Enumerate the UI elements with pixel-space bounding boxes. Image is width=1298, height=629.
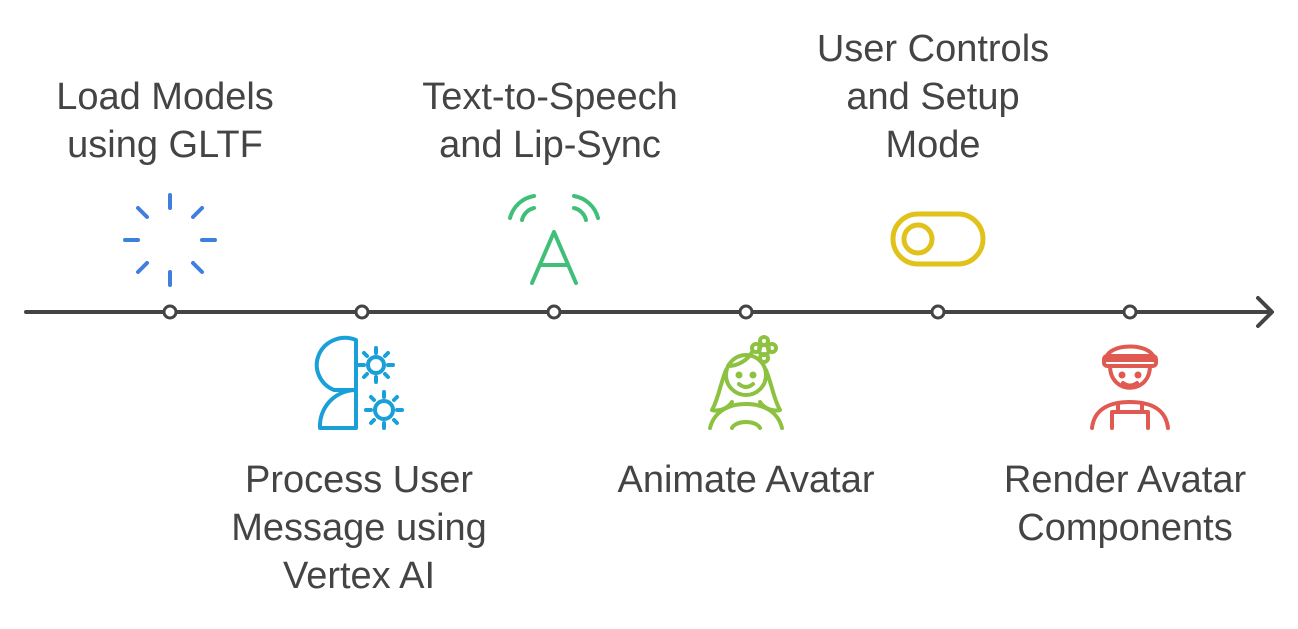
step-label-tts-lipsync: Text-to-Speech and Lip-Sync bbox=[422, 76, 678, 166]
milestone-dot bbox=[354, 304, 370, 320]
milestone-dot bbox=[162, 304, 178, 320]
girl-avatar-icon bbox=[708, 335, 784, 430]
step-label-process-message: Process User Message using Vertex AI bbox=[231, 459, 487, 597]
timeline-arrowhead bbox=[1256, 296, 1274, 328]
broadcast-a-icon bbox=[508, 194, 600, 285]
milestone-dot bbox=[738, 304, 754, 320]
milestone-dot bbox=[930, 304, 946, 320]
milestone-dots bbox=[162, 304, 1138, 320]
milestone-dot bbox=[546, 304, 562, 320]
loading-spinner-icon bbox=[123, 193, 217, 287]
head-gears-icon bbox=[314, 335, 404, 430]
toggle-switch-icon bbox=[890, 211, 986, 267]
step-label-render-components: Render Avatar Components bbox=[1003, 459, 1247, 549]
worker-avatar-icon bbox=[1090, 344, 1170, 430]
step-label-user-controls: User Controls and Setup Mode bbox=[816, 28, 1050, 166]
step-label-animate-avatar: Animate Avatar bbox=[617, 459, 875, 501]
milestone-dot bbox=[1122, 304, 1138, 320]
step-label-load-models: Load Models using GLTF bbox=[56, 76, 274, 166]
